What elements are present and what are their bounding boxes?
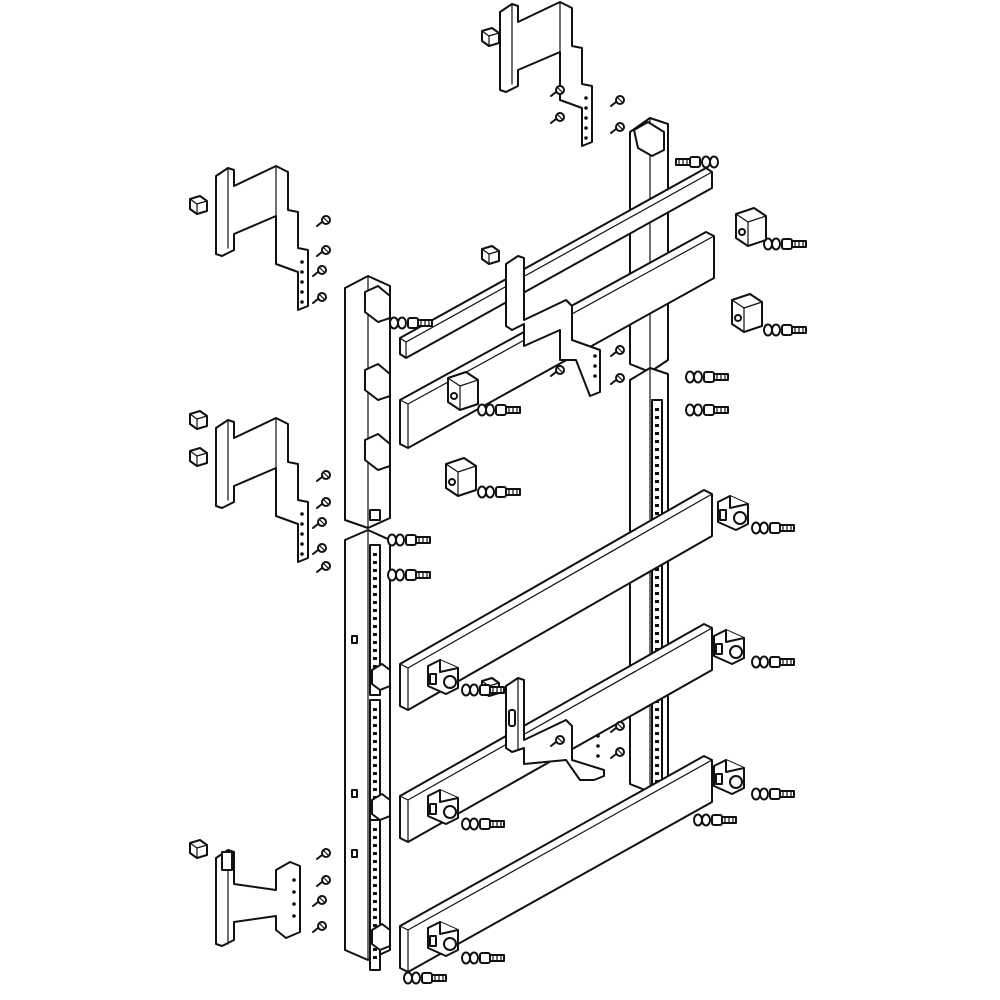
left-vertical-rail-lower xyxy=(344,529,391,971)
left-vertical-rail-upper xyxy=(344,275,391,529)
left-bracket-3 xyxy=(215,849,301,947)
busbar-bottom xyxy=(399,755,713,973)
left-bracket-1 xyxy=(215,165,309,311)
busbar-middle-1 xyxy=(399,489,713,711)
center-bracket-top xyxy=(499,1,593,147)
center-bracket-lower xyxy=(505,677,605,781)
center-bracket-mid xyxy=(505,255,601,397)
left-bracket-2 xyxy=(215,417,309,563)
